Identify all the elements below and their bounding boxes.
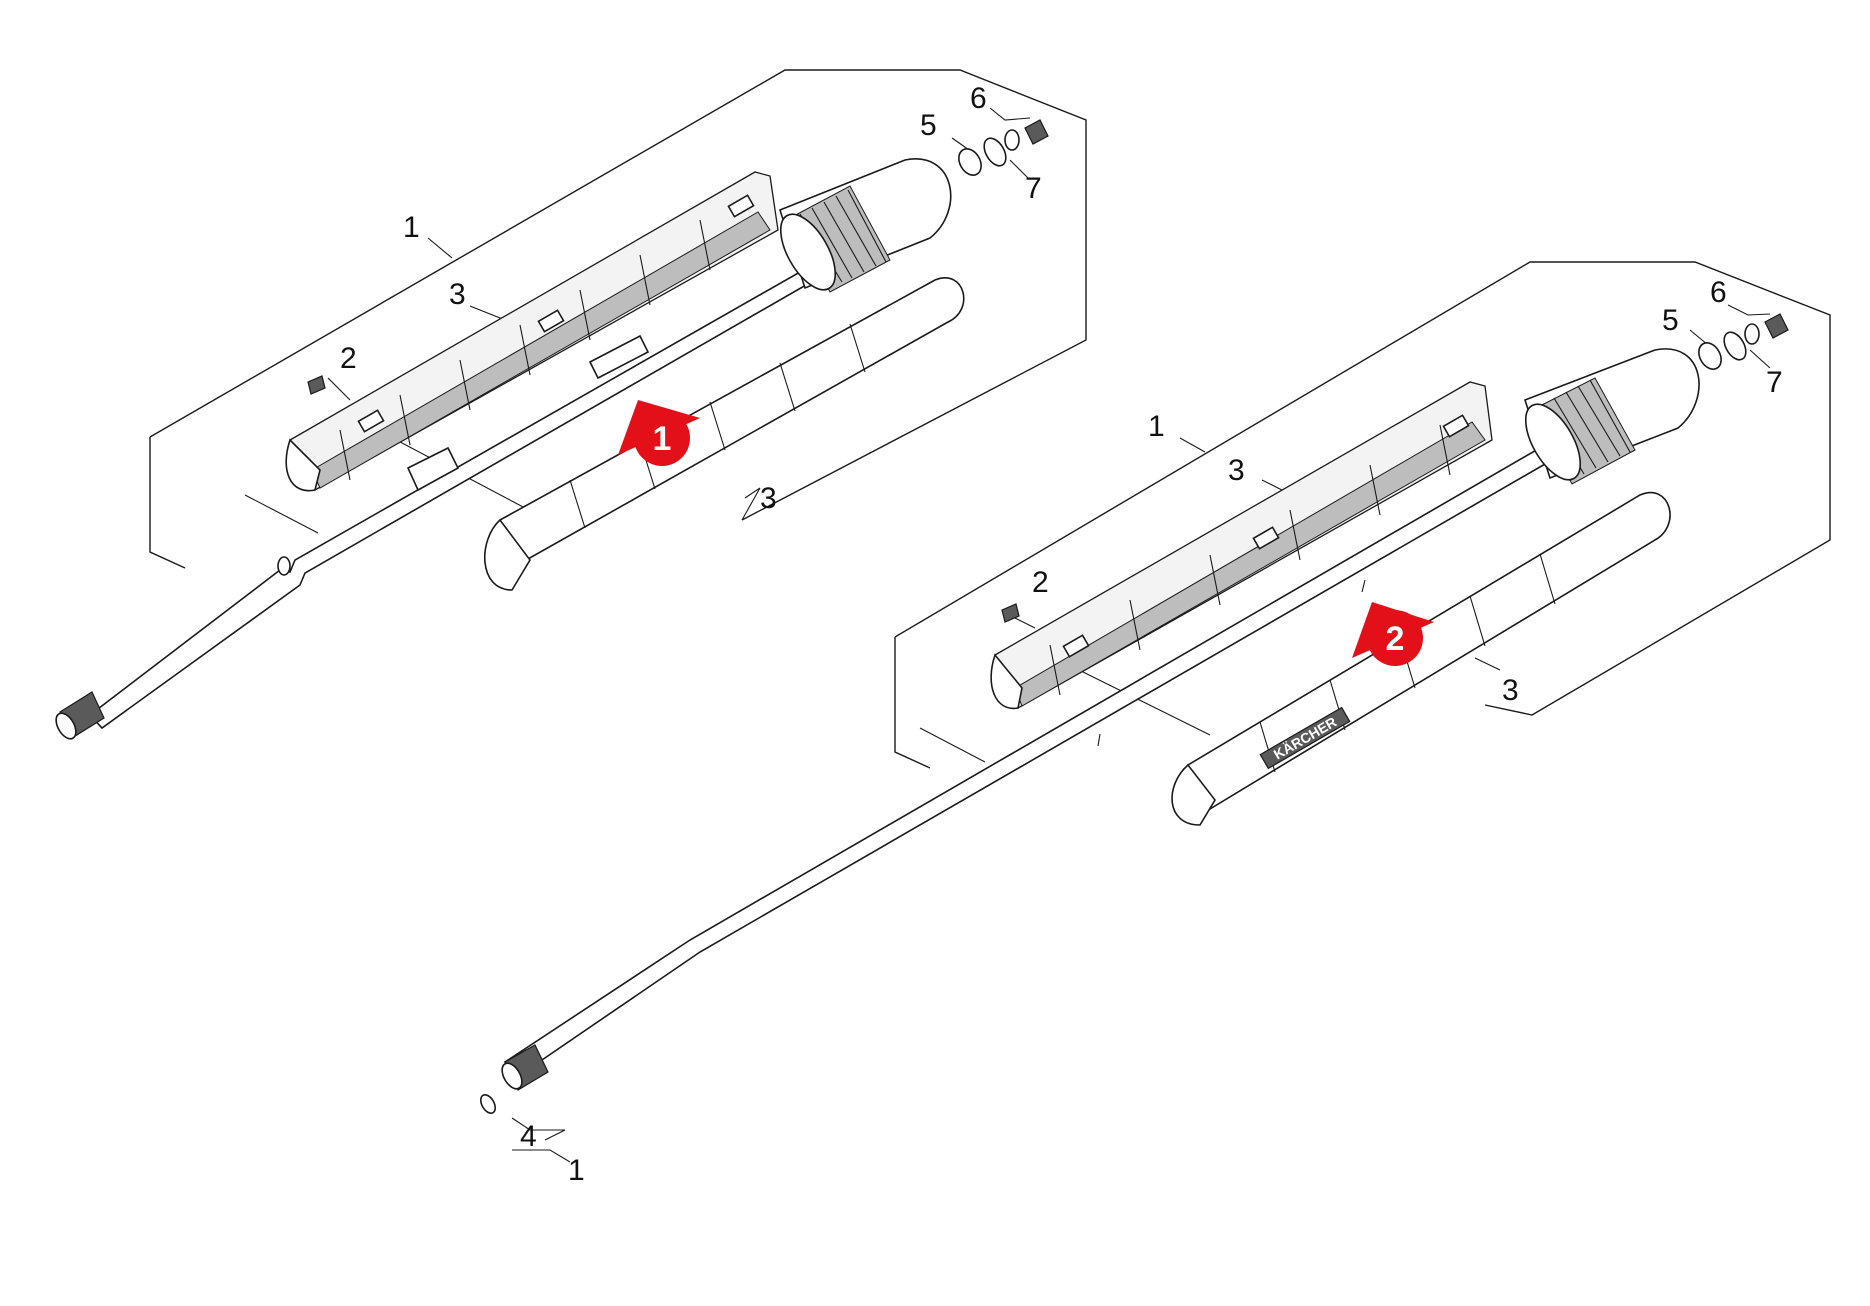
assembly-1-lance-pipe: [88, 270, 808, 730]
assembly-2-handle-cover: KÄRCHER: [1171, 491, 1671, 826]
leader-2-oring: [1749, 349, 1771, 369]
assembly-2: KÄRCHER 1 3 2 3 5 6 7 4 1 2: [479, 261, 1831, 1187]
badge-1: 1: [618, 400, 700, 466]
label-1-shell: 3: [449, 278, 466, 311]
label-2-screw: 2: [1032, 566, 1049, 599]
assembly-1-handle-cover: [483, 277, 965, 591]
leader-2-shell-extra: [1074, 667, 1211, 736]
assembly-2-frame-outline: [894, 261, 1831, 769]
assembly-2-washer: [1698, 342, 1722, 370]
assembly-2-brand-plate: [1259, 706, 1351, 770]
leader-1-shell: [469, 305, 506, 321]
assembly-1-washer: [958, 148, 982, 176]
label-2-nut: 6: [1710, 276, 1727, 309]
leader-2-nut: [1727, 304, 1771, 316]
assembly-1-pipe-sleeve: [406, 446, 460, 492]
assembly-1-handle-shell: [285, 171, 779, 492]
assembly-1-frame-outline: [149, 69, 1087, 569]
leader-1-frame: [427, 237, 453, 259]
leader-2-pipe: [919, 727, 986, 763]
label-1-frame: 1: [403, 211, 420, 244]
leader-1-nut: [989, 107, 1031, 121]
assembly-2-lance-pipe: [503, 443, 1554, 1077]
leader-2-cover: [1474, 657, 1501, 671]
label-2-frame: 1: [1148, 410, 1165, 443]
assembly-1-screw: [307, 375, 326, 395]
label-1-screw: 2: [340, 342, 357, 375]
badge-1-number: 1: [653, 420, 672, 458]
label-1-washer: 5: [920, 109, 937, 142]
assembly-1-clip: [277, 556, 291, 576]
label-2-oring: 7: [1766, 366, 1783, 399]
leader-1-pipe: [244, 494, 319, 534]
assembly-2-threaded-tip: [501, 1044, 549, 1091]
leader-2-frame: [1179, 437, 1206, 453]
assembly-2-nut-ring: [1744, 323, 1760, 345]
label-2-washer: 5: [1662, 304, 1679, 337]
assembly-2-pipe-pin: [1097, 579, 1366, 747]
leader-1-screw: [327, 377, 351, 401]
assembly-1-threaded-tip: [55, 691, 105, 740]
label-2-shell: 3: [1228, 454, 1245, 487]
assembly-2-oring: [1723, 331, 1747, 361]
label-1-nut: 6: [970, 82, 987, 115]
assembly-1-nozzle-head: [779, 158, 952, 293]
badge-2-number: 2: [1386, 620, 1405, 658]
assembly-2-nozzle-head: [1524, 348, 1700, 485]
assembly-1-nut: [1024, 119, 1049, 145]
assembly-2-handle-shell: [990, 381, 1493, 710]
leader-1-oring: [1009, 159, 1029, 179]
assembly-1-nut-ring: [1004, 129, 1020, 151]
badge-2: 2: [1352, 602, 1434, 666]
leader-1-cover: [741, 487, 761, 521]
label-tip-parent: 1: [568, 1154, 585, 1187]
assembly-2-screw: [1001, 603, 1020, 623]
label-tip-seal: 4: [520, 1120, 537, 1153]
label-1-cover: 3: [760, 482, 777, 515]
label-1-oring: 7: [1025, 172, 1042, 205]
label-2-cover: 3: [1502, 674, 1519, 707]
assembly-1: 1 3 2 3 5 6 7 1: [55, 69, 1087, 740]
assembly-1-oring: [983, 137, 1007, 167]
leader-2-screw: [1014, 617, 1036, 629]
assembly-2-nut: [1764, 313, 1789, 339]
assembly-1-pipe-sleeve-2: [588, 334, 650, 380]
assembly-2-tip-seal: [479, 1094, 497, 1114]
leader-tip: [511, 1117, 571, 1163]
